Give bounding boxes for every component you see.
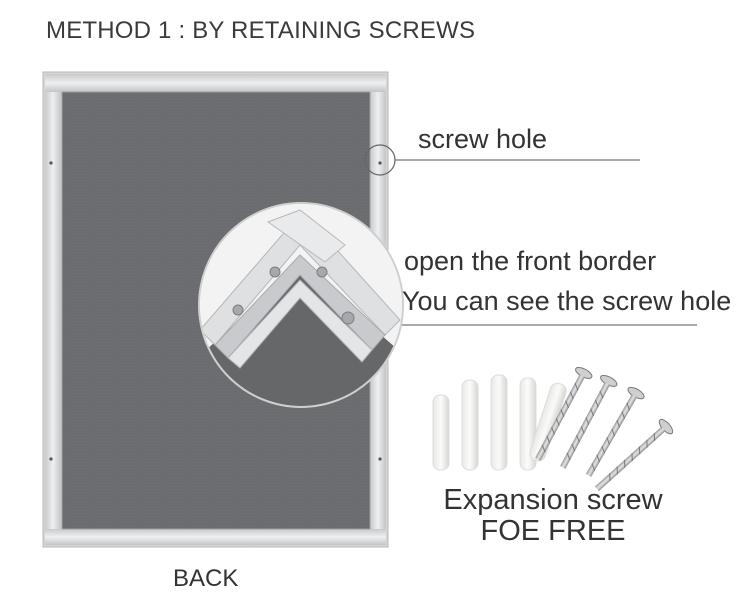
expansion-screw-caption: Expansion screw FOE FREE	[440, 485, 666, 547]
see-hole-label: You can see the screw hole	[402, 286, 732, 316]
back-caption: BACK	[173, 565, 239, 592]
frame-hole-dot	[49, 457, 53, 461]
frame-hole-dot	[378, 161, 382, 165]
frame-hole-dot	[49, 161, 53, 165]
foe-free-line: FOE FREE	[480, 515, 626, 547]
screw-hole-label: screw hole	[418, 124, 548, 154]
page-title: METHOD 1 : BY RETAINING SCREWS	[46, 17, 476, 44]
corner-zoom-detail	[198, 202, 404, 408]
screws-group	[535, 366, 674, 492]
frame-hole-dot	[378, 457, 382, 461]
open-border-label: open the front border	[404, 246, 657, 276]
expansion-screw-line: Expansion screw	[443, 484, 663, 516]
wall-plug-dowels	[432, 374, 567, 471]
